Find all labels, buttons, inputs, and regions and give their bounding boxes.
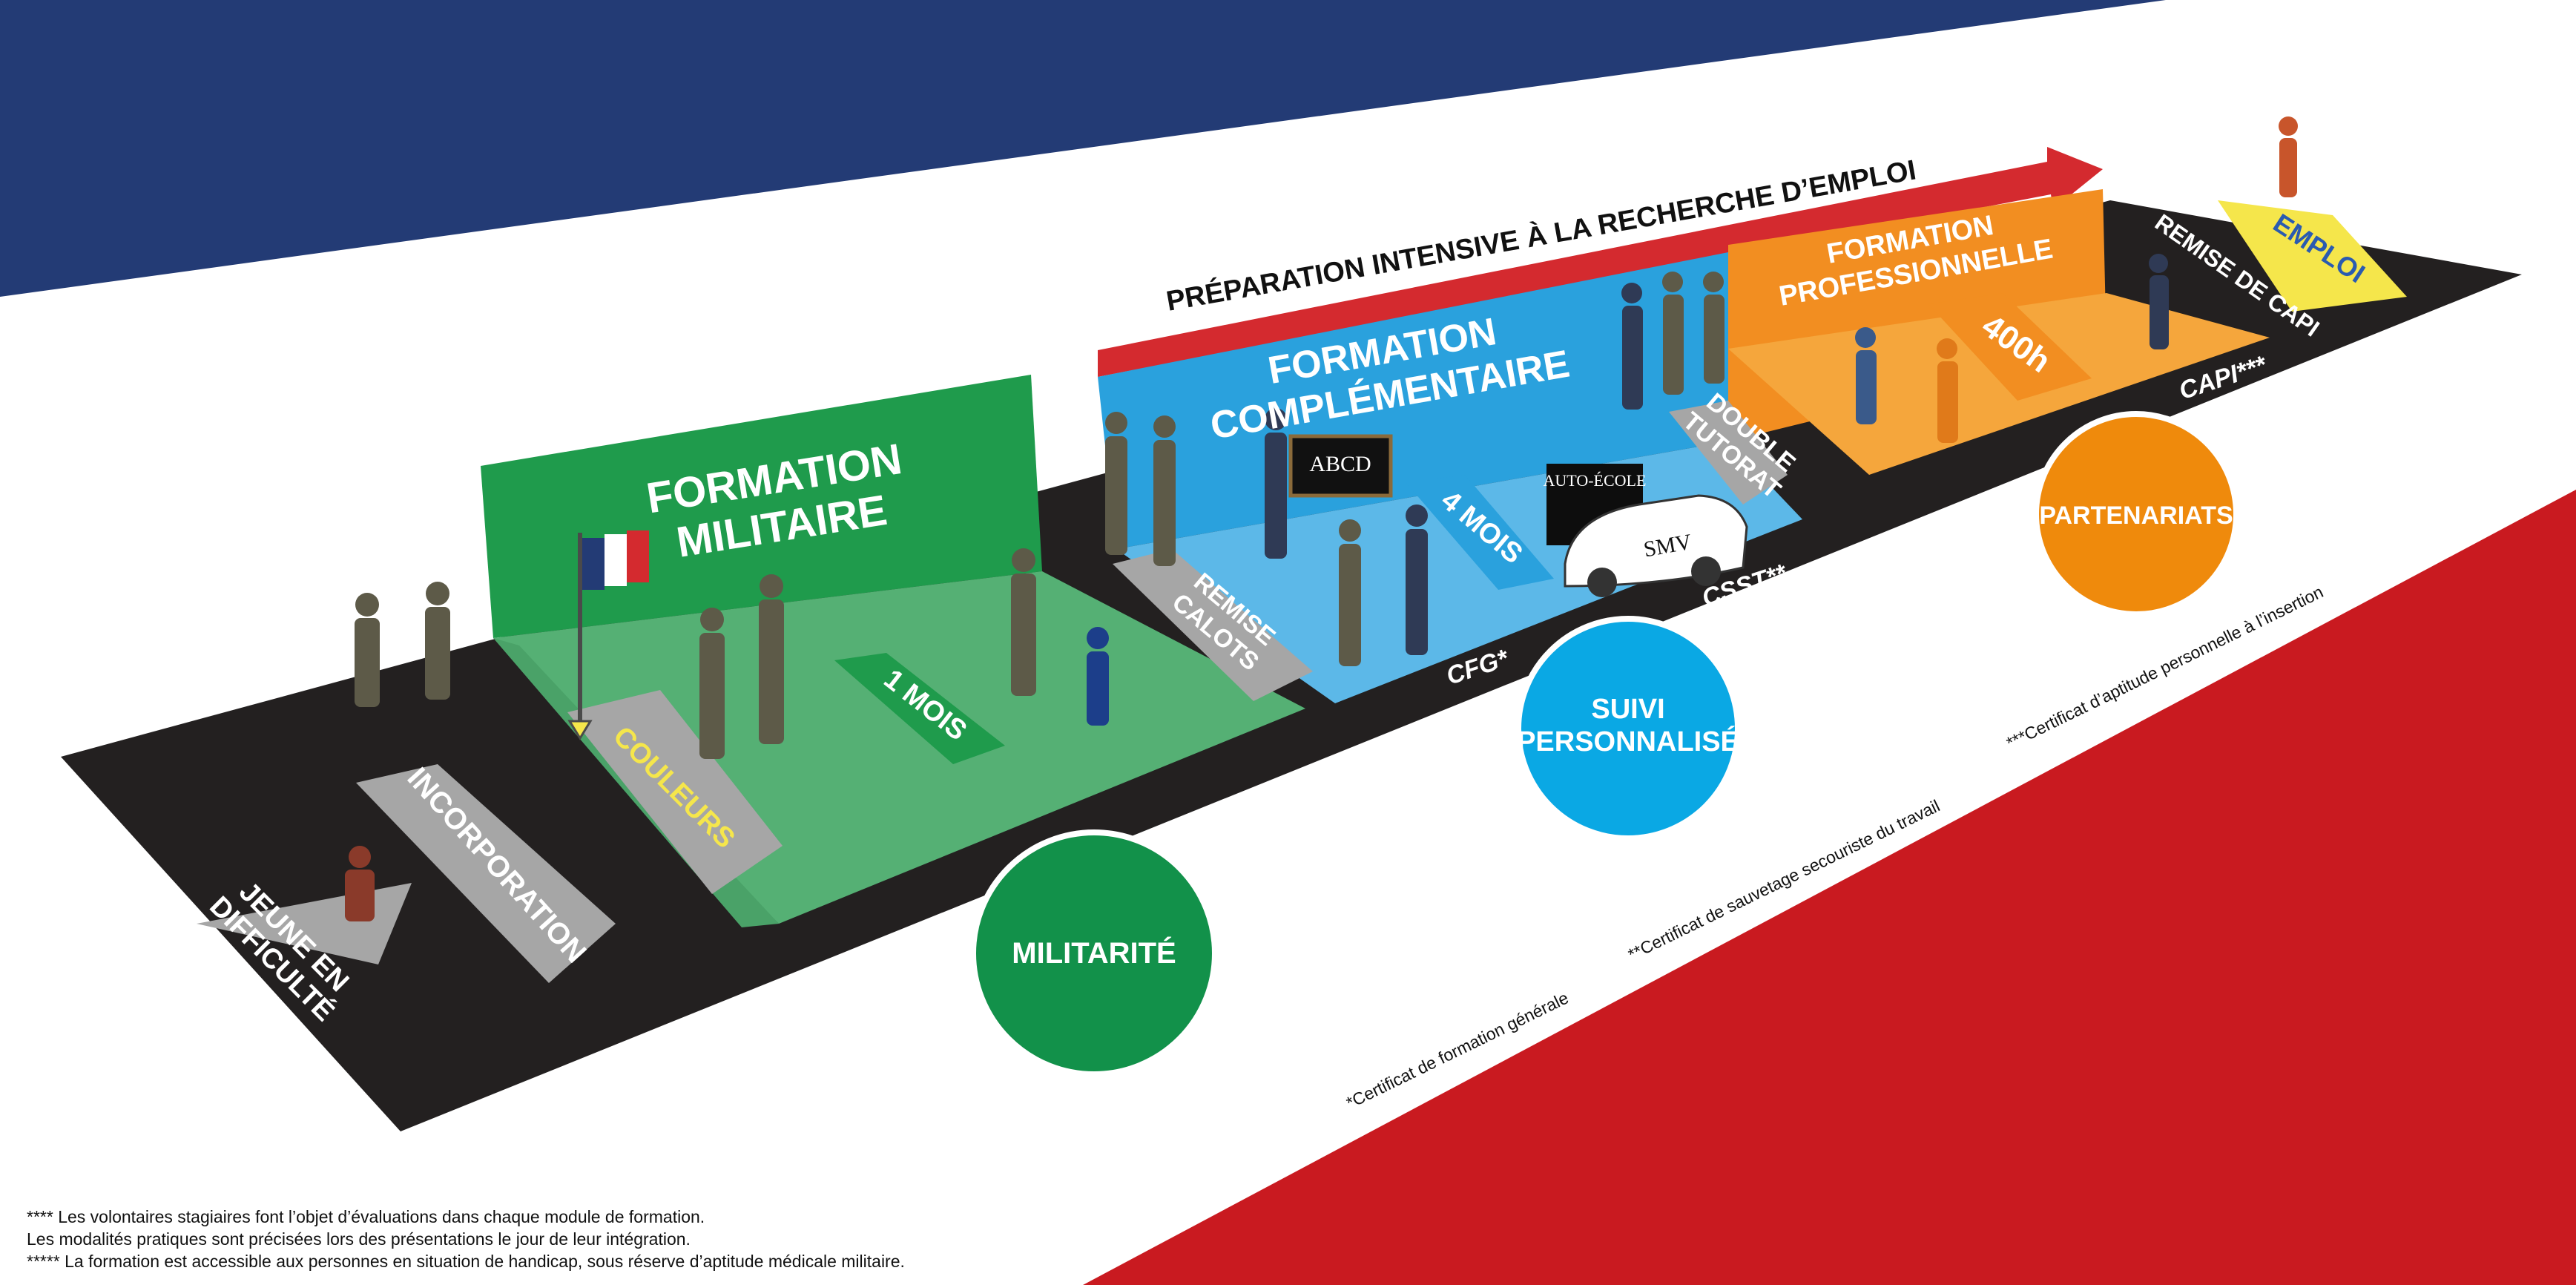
circle-suivi-personnalise: SUIVI PERSONNALISÉ <box>1515 616 1741 841</box>
blue-band <box>0 0 2166 297</box>
worker-figure <box>2149 254 2169 349</box>
duration-tag-military <box>834 653 1005 764</box>
chalkboard-text: ABCD <box>1309 452 1371 476</box>
footnote-evaluations: **** Les volontaires stagiaires font l’o… <box>27 1207 705 1226</box>
soldier-figure <box>425 582 450 700</box>
driving-school: AUTO-ÉCOLE SMV <box>1544 464 1748 597</box>
chalkboard: ABCD <box>1288 434 1393 498</box>
worker-figure <box>1855 327 1877 424</box>
french-flag-icon <box>582 530 649 590</box>
tag-incorporation <box>356 764 616 983</box>
civilian-figure <box>1406 505 1428 655</box>
duration-tag-complementary <box>1406 475 1554 590</box>
soldier-figure <box>1153 415 1176 566</box>
red-band <box>1083 490 2576 1285</box>
soldier-figure <box>1105 412 1127 555</box>
figures <box>345 116 2298 921</box>
civilian-figure <box>1621 283 1643 410</box>
auto-ecole-sign: AUTO-ÉCOLE <box>1544 471 1647 490</box>
circle-partenariats: PARTENARIATS <box>2033 411 2239 617</box>
svg-text:SUIVI: SUIVI <box>1591 694 1664 725</box>
circle-militarite: MILITARITÉ <box>970 829 1218 1077</box>
soldier-figure <box>699 608 725 759</box>
tag-double-tutorat <box>1669 401 1788 505</box>
duration-tag-professional <box>1928 293 2092 401</box>
soldier-figure <box>1662 272 1684 395</box>
footnotes: **** Les volontaires stagiaires font l’o… <box>27 1206 1213 1272</box>
tag-emploi <box>2218 200 2407 312</box>
footnote-modalites: Les modalités pratiques sont précisées l… <box>27 1229 691 1249</box>
celebrating-figure <box>2279 116 2298 197</box>
flagpole-base-icon <box>567 720 593 740</box>
footnote-handicap: ***** La formation est accessible aux pe… <box>27 1252 905 1271</box>
worker-figure <box>1937 338 1958 443</box>
soldier-figure <box>1703 272 1725 384</box>
runner-figure <box>1087 627 1109 726</box>
seated-youth-figure <box>345 846 375 921</box>
svg-text:PARTENARIATS: PARTENARIATS <box>2039 502 2233 530</box>
soldier-figure <box>355 593 380 707</box>
svg-text:PERSONNALISÉ: PERSONNALISÉ <box>1517 725 1739 757</box>
complementary-wall <box>1098 252 1728 549</box>
civilian-figure <box>1265 408 1287 559</box>
soldier-figure <box>1339 519 1361 666</box>
soldier-figure <box>1011 548 1036 696</box>
tag-remise-calots <box>1113 549 1313 701</box>
soldier-figure <box>759 574 784 744</box>
progress-arrow <box>1098 147 2103 377</box>
tag-couleurs <box>567 690 783 894</box>
svg-text:MILITARITÉ: MILITARITÉ <box>1012 936 1176 970</box>
